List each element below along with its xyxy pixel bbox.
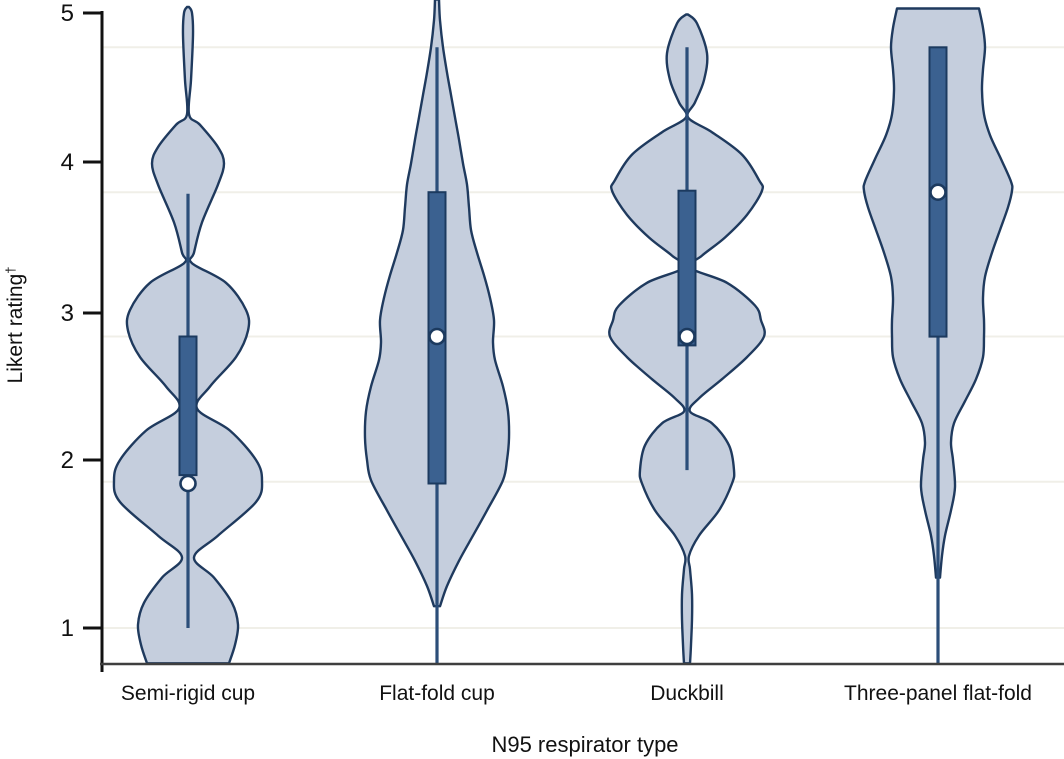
median-dot-duckbill — [678, 327, 696, 346]
x-axis-title: N95 respirator type — [491, 732, 678, 757]
y-tick-label: 2 — [61, 447, 74, 474]
iqr-box-semi-rigid-cup — [178, 335, 198, 477]
x-category-label-flat-fold-cup: Flat-fold cup — [379, 682, 495, 705]
violin-group-flat-fold-cup — [363, 0, 511, 664]
violin-group-duckbill — [608, 13, 766, 665]
violin-group-three-panel-flat-fold — [862, 7, 1014, 664]
y-tick-label: 1 — [61, 615, 74, 642]
violin-group-semi-rigid-cup — [112, 5, 264, 665]
y-tick-label: 5 — [61, 0, 74, 27]
y-axis-title: Likert rating† — [3, 267, 27, 384]
y-tick-label: 3 — [61, 300, 74, 327]
median-dot-flat-fold-cup — [428, 327, 446, 346]
x-category-label-duckbill: Duckbill — [650, 682, 724, 705]
y-tick-label: 4 — [61, 149, 74, 176]
x-category-label-semi-rigid-cup: Semi-rigid cup — [121, 682, 255, 705]
median-dot-semi-rigid-cup — [179, 474, 197, 493]
x-category-label-three-panel-flat-fold: Three-panel flat-fold — [844, 682, 1032, 705]
median-dot-three-panel-flat-fold — [929, 183, 947, 201]
iqr-box-duckbill — [677, 189, 697, 347]
